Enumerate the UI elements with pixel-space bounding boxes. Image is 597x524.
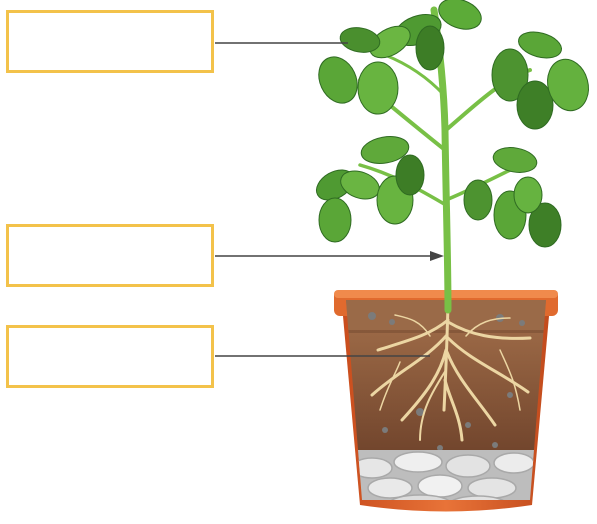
label-box-leaves[interactable] — [6, 10, 214, 73]
label-box-roots[interactable] — [6, 325, 214, 388]
arrowhead-stem — [430, 251, 444, 261]
label-box-stem[interactable] — [6, 224, 214, 287]
